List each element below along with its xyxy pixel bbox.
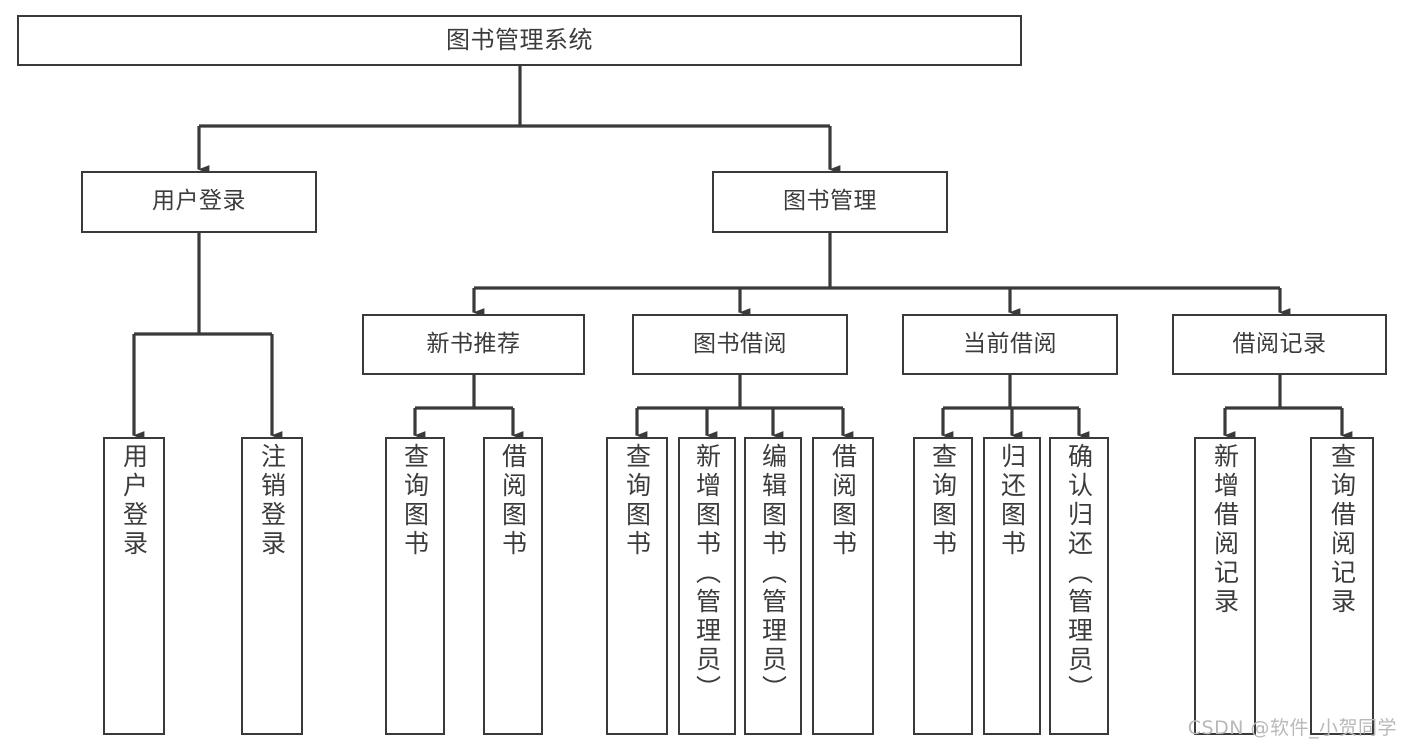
node-leaf-bb-edit[interactable]: 编辑图书（管理员） <box>744 437 802 735</box>
node-label-leaf-lr-query: 查询借阅记录 <box>1327 443 1357 617</box>
node-label-leaf-cl-query: 查询图书 <box>928 443 958 559</box>
node-label-leaf-lr-add: 新增借阅记录 <box>1210 443 1240 617</box>
node-leaf-lr-query[interactable]: 查询借阅记录 <box>1310 437 1374 735</box>
node-book-borrow[interactable]: 图书借阅 <box>632 314 848 375</box>
node-leaf-lr-add[interactable]: 新增借阅记录 <box>1194 437 1256 735</box>
node-user-login[interactable]: 用户登录 <box>81 171 317 233</box>
node-leaf-bb-query[interactable]: 查询图书 <box>606 437 668 735</box>
node-book-manage[interactable]: 图书管理 <box>712 171 948 233</box>
node-label-root: 图书管理系统 <box>446 26 593 55</box>
node-label-leaf-rec-query: 查询图书 <box>400 443 430 559</box>
node-label-leaf-cl-return: 归还图书 <box>997 443 1027 559</box>
node-label-new-book-rec: 新书推荐 <box>426 330 521 357</box>
node-label-leaf-user-logout: 注销登录 <box>257 443 287 559</box>
node-leaf-rec-borrow[interactable]: 借阅图书 <box>483 437 543 735</box>
node-leaf-user-logout[interactable]: 注销登录 <box>241 437 303 735</box>
node-leaf-bb-add[interactable]: 新增图书（管理员） <box>678 437 736 735</box>
node-loan-record[interactable]: 借阅记录 <box>1172 314 1387 375</box>
node-leaf-cl-confirm[interactable]: 确认归还（管理员） <box>1049 437 1109 735</box>
node-new-book-rec[interactable]: 新书推荐 <box>362 314 585 375</box>
node-root[interactable]: 图书管理系统 <box>17 15 1022 66</box>
node-leaf-bb-borrow[interactable]: 借阅图书 <box>812 437 874 735</box>
csdn-watermark: CSDN @软件_小贺同学 <box>1187 717 1397 739</box>
node-leaf-rec-query[interactable]: 查询图书 <box>385 437 445 735</box>
node-label-book-borrow: 图书借阅 <box>693 330 787 357</box>
node-label-leaf-bb-query: 查询图书 <box>622 443 652 559</box>
node-label-user-login: 用户登录 <box>152 188 246 215</box>
node-label-leaf-bb-edit: 编辑图书（管理员） <box>758 443 788 704</box>
node-label-leaf-user-login: 用户登录 <box>119 443 149 559</box>
node-label-book-manage: 图书管理 <box>783 188 877 215</box>
node-label-current-loan: 当前借阅 <box>963 330 1057 357</box>
node-label-leaf-bb-add: 新增图书（管理员） <box>692 443 722 704</box>
node-leaf-cl-return[interactable]: 归还图书 <box>983 437 1041 735</box>
node-label-leaf-cl-confirm: 确认归还（管理员） <box>1064 443 1094 704</box>
node-leaf-cl-query[interactable]: 查询图书 <box>913 437 973 735</box>
node-label-loan-record: 借阅记录 <box>1232 330 1327 357</box>
node-current-loan[interactable]: 当前借阅 <box>902 314 1118 375</box>
node-leaf-user-login[interactable]: 用户登录 <box>103 437 165 735</box>
node-label-leaf-bb-borrow: 借阅图书 <box>828 443 858 559</box>
node-label-leaf-rec-borrow: 借阅图书 <box>498 443 528 559</box>
